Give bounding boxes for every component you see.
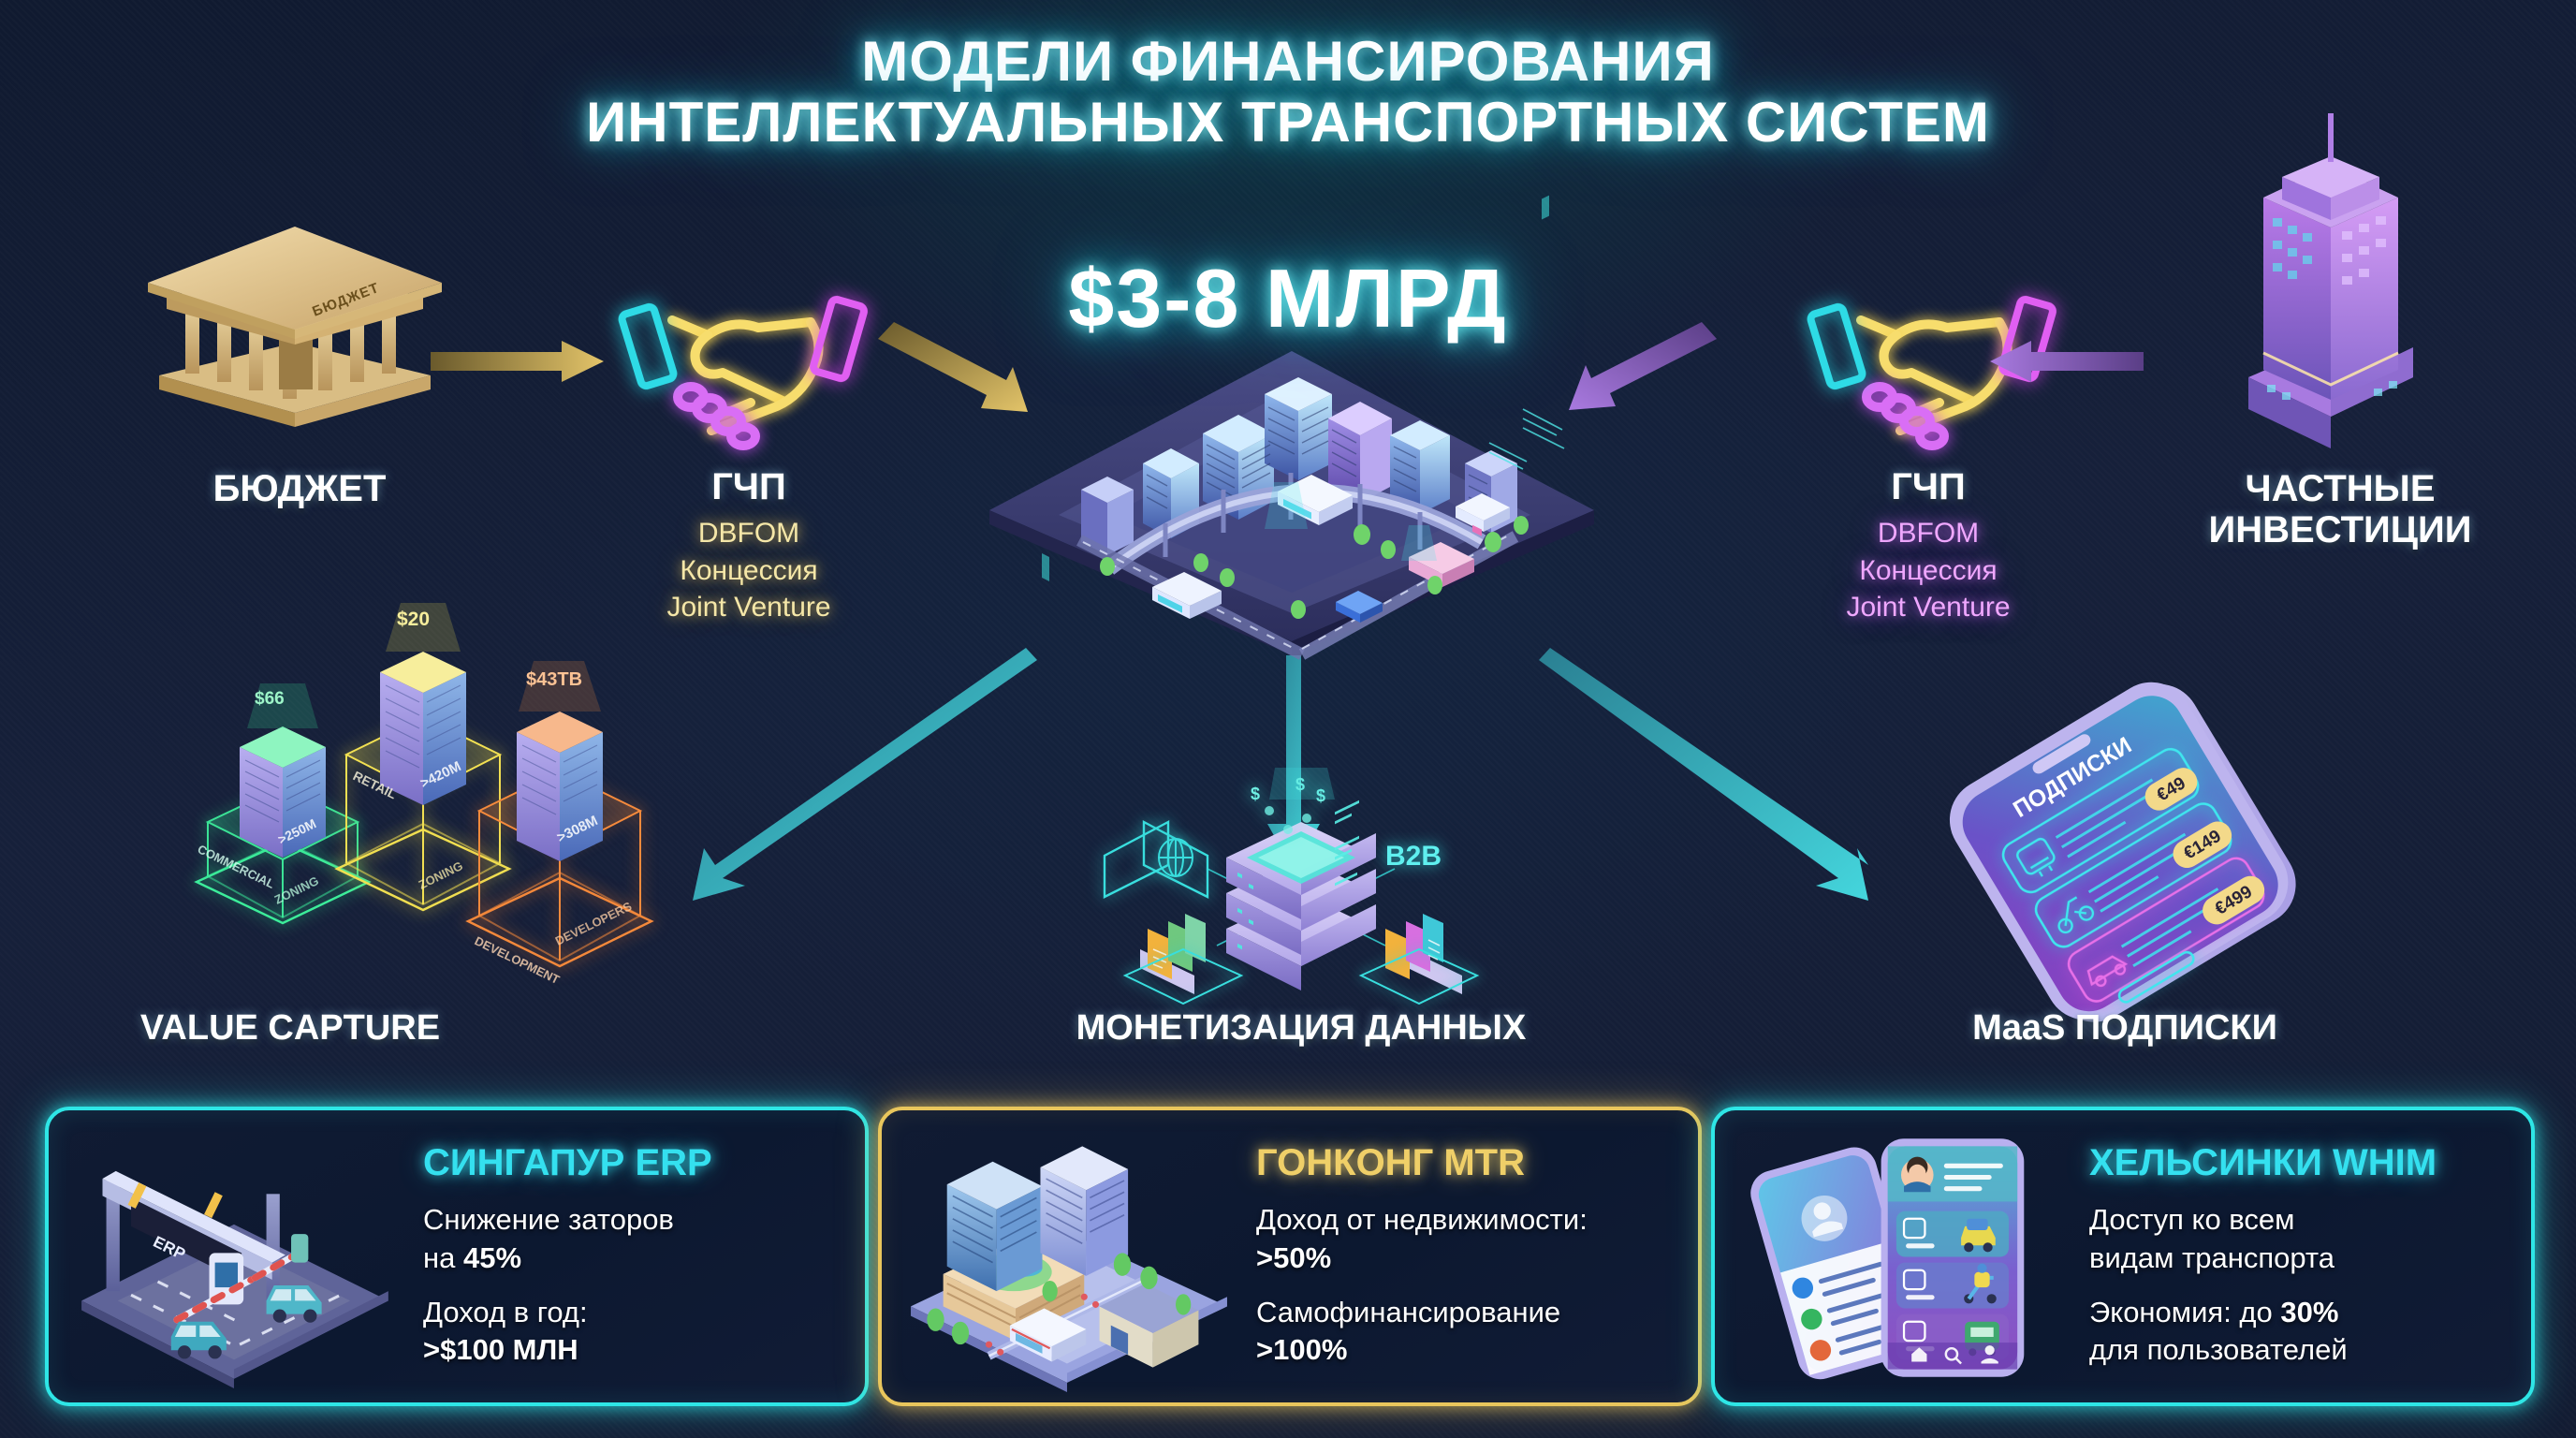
vc-callout-yellow: $20 xyxy=(397,609,430,630)
vc-zone-green: $66 COMMERCIAL >250M ZONING xyxy=(194,683,372,925)
ppp-left-title: ГЧП xyxy=(711,466,786,507)
maas-phone-illustration: ПОДПИСКИ €49 xyxy=(1905,682,2345,1022)
page-title: МОДЕЛИ ФИНАНСИРОВАНИЯ ИНТЕЛЛЕКТУАЛЬНЫХ Т… xyxy=(0,30,2576,154)
vc-callout-green: $66 xyxy=(255,689,285,709)
smart-city-illustration xyxy=(969,195,1615,660)
case-line-1: Самофинансирование >100% xyxy=(1256,1296,1561,1367)
arrow-budget-to-ppp xyxy=(431,341,604,382)
case-card-hongkong[interactable]: ГОНКОНГ MTR Доход от недвижимости: >50% … xyxy=(878,1107,1702,1406)
erp-gantry-icon: ERP xyxy=(49,1116,423,1397)
case-line-0: Снижение заторов на 45% xyxy=(423,1203,674,1274)
case-card-singapore[interactable]: ERP xyxy=(45,1107,869,1406)
coin-symbol-1: $ xyxy=(1295,775,1305,794)
case-title-helsinki: ХЕЛЬСИНКИ WHIM xyxy=(2089,1142,2437,1184)
hero-amount: $3-8 МЛРД xyxy=(1068,252,1508,345)
home-icon xyxy=(1911,1346,1927,1361)
vc-callout-orange: $43TB xyxy=(526,669,582,690)
title-line-1: МОДЕЛИ ФИНАНСИРОВАНИЯ xyxy=(861,30,1715,93)
ppp-right-title: ГЧП xyxy=(1891,466,1966,507)
case-card-hongkong-body: ГОНКОНГ MTR Доход от недвижимости: >50% … xyxy=(1256,1143,1698,1369)
title-line-2: ИНТЕЛЛЕКТУАЛЬНЫХ ТРАНСПОРТНЫХ СИСТЕМ xyxy=(586,90,1990,154)
tram-icon xyxy=(2016,837,2056,877)
vc-zone-orange: $43TB DEVELOPMENT >308M DEVELOPERS xyxy=(465,661,654,987)
case-line-1: Доход в год: >$100 МЛН xyxy=(423,1296,588,1367)
vc-zone-yellow: $20 RETAIL >420M ZONING xyxy=(334,603,512,912)
maas-phone-icon xyxy=(1715,1116,2089,1397)
data-monetization-label: МОНЕТИЗАЦИЯ ДАННЫХ xyxy=(1076,1008,1527,1048)
ppp-left-item-0: DBFOM xyxy=(697,518,800,549)
b2b-panel-icon: B2B xyxy=(1103,820,1442,899)
ppp-left-item-1: Концессия xyxy=(680,554,818,586)
case-line-0: Доступ ко всем видам транспорта xyxy=(2089,1203,2335,1274)
value-capture-illustration: $66 COMMERCIAL >250M ZONING $20 RETAIL xyxy=(187,571,768,987)
ppp-right-block: ГЧП DBFOM Концессия Joint Venture xyxy=(1760,466,2097,626)
svg-text:ZONING: ZONING xyxy=(272,873,321,907)
ppp-left-item-2: Joint Venture xyxy=(666,592,831,624)
handshake-icon-right xyxy=(1807,281,2059,459)
reports-right-icon xyxy=(1358,914,1480,1005)
ppp-right-item-2: Joint Venture xyxy=(1846,592,2011,624)
ppp-left-items: DBFOM Концессия Joint Venture xyxy=(580,515,917,626)
case-title-hongkong: ГОНКОНГ MTR xyxy=(1256,1142,1525,1184)
maas-tier-2[interactable]: €499 xyxy=(2064,852,2272,1006)
globe-panel-icon xyxy=(1142,820,1209,899)
case-title-singapore: СИНГАПУР ERP xyxy=(423,1142,712,1184)
coin-symbol-2: $ xyxy=(1316,786,1325,805)
tod-district-icon xyxy=(882,1116,1256,1397)
case-card-helsinki[interactable]: ХЕЛЬСИНКИ WHIM Доступ ко всем видам тран… xyxy=(1711,1107,2535,1406)
handshake-icon-left xyxy=(618,281,871,459)
budget-building-icon: БЮДЖЕТ xyxy=(140,212,449,427)
profile-icon xyxy=(1984,1344,1995,1355)
data-monetization-illustration: B2B xyxy=(1103,768,1498,1005)
ppp-right-item-0: DBFOM xyxy=(1877,518,1980,549)
case-line-0: Доход от недвижимости: >50% xyxy=(1256,1203,1588,1274)
scooter-icon xyxy=(2057,896,2095,934)
car-icon xyxy=(2086,955,2129,988)
budget-label: БЮДЖЕТ xyxy=(212,468,387,509)
ppp-right-item-1: Концессия xyxy=(1859,554,1998,586)
arrow-city-to-maas xyxy=(1539,648,1868,901)
value-capture-label: VALUE CAPTURE xyxy=(139,1008,441,1048)
ppp-right-items: DBFOM Концессия Joint Venture xyxy=(1760,515,2097,626)
case-line-1: Экономия: до 30% для пользователей xyxy=(2089,1296,2348,1367)
private-investment-label: ЧАСТНЫЕ ИНВЕСТИЦИИ xyxy=(2208,468,2472,550)
private-investment-tower-icon xyxy=(2190,108,2471,454)
b2b-label: B2B xyxy=(1385,841,1442,872)
search-icon xyxy=(1944,1346,1959,1361)
case-card-helsinki-body: ХЕЛЬСИНКИ WHIM Доступ ко всем видам тран… xyxy=(2089,1143,2531,1369)
maas-label: MaaS ПОДПИСКИ xyxy=(1972,1008,2277,1048)
case-card-singapore-body: СИНГАПУР ERP Снижение заторов на 45% Дох… xyxy=(423,1143,865,1369)
reports-left-icon xyxy=(1122,914,1244,1005)
coin-symbol-0: $ xyxy=(1251,785,1260,803)
ppp-left-block: ГЧП DBFOM Концессия Joint Venture xyxy=(580,466,917,626)
